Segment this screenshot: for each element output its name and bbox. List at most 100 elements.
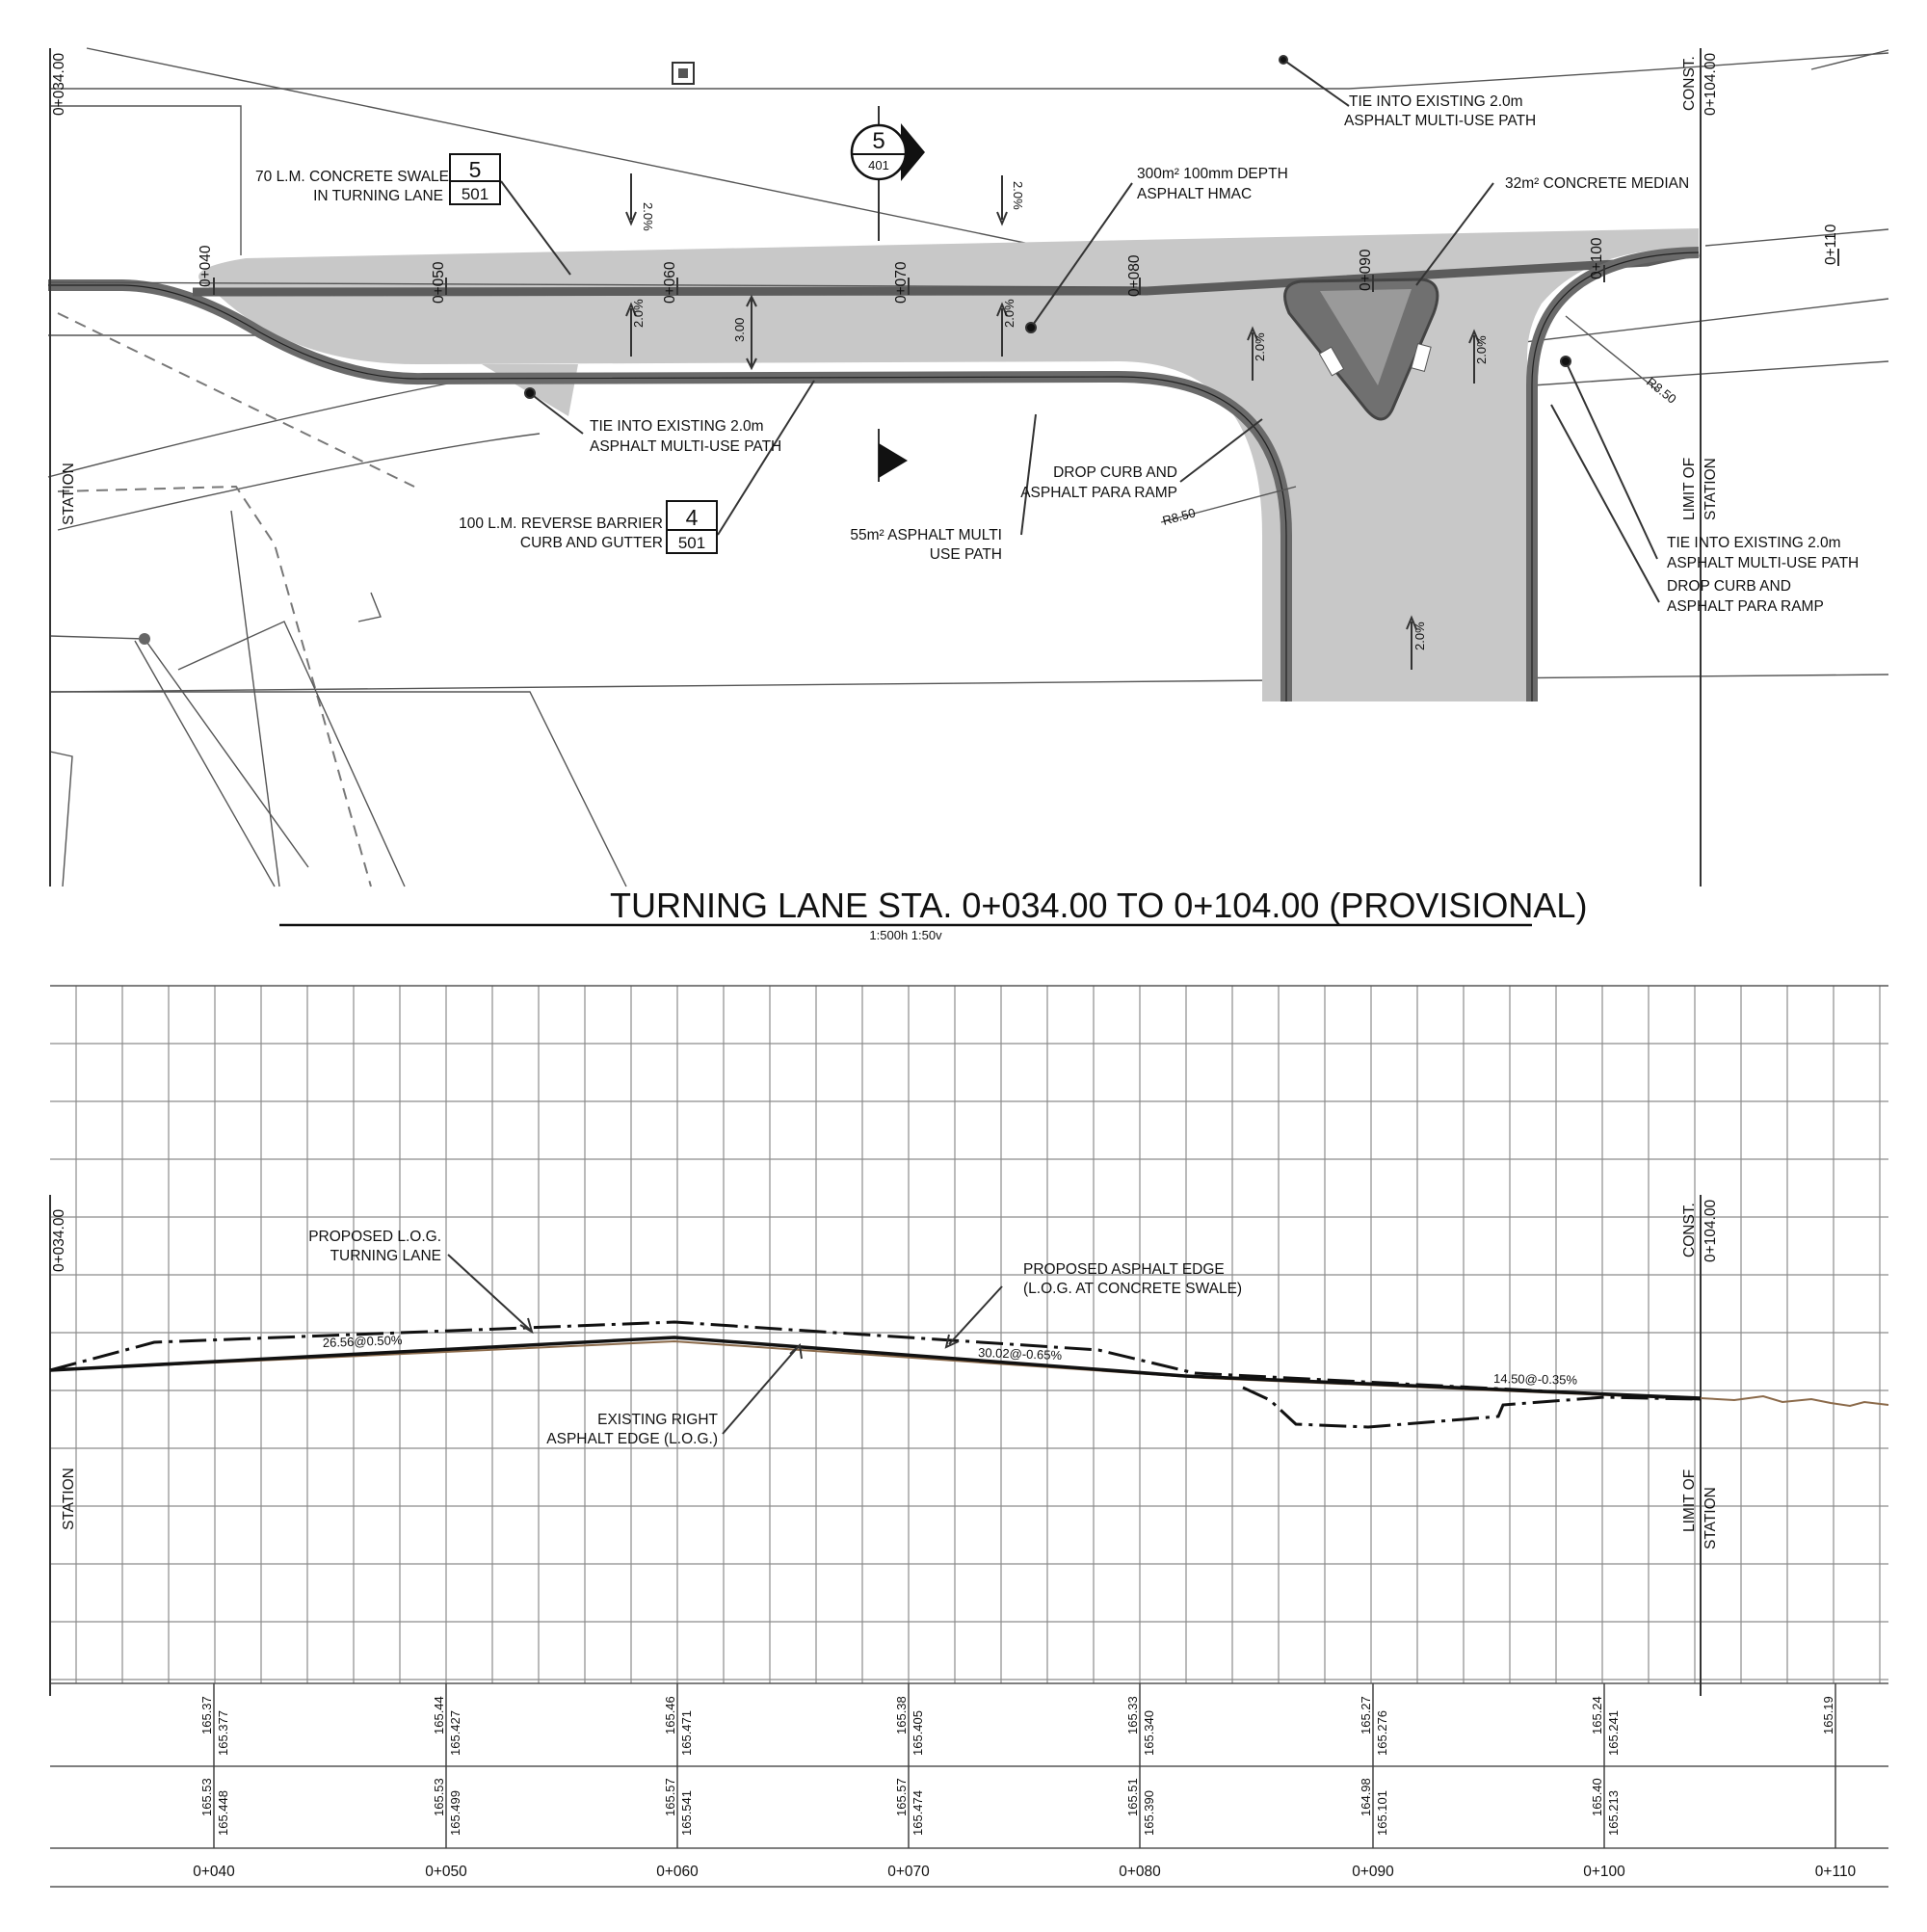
slope-label: 2.0%	[1011, 181, 1025, 210]
svg-text:55m² ASPHALT MULTI: 55m² ASPHALT MULTI	[850, 527, 1002, 543]
end-const-label: CONST.	[1681, 56, 1698, 111]
svg-text:DROP CURB AND: DROP CURB AND	[1053, 464, 1177, 481]
elev-existing-2: 165.51	[1125, 1778, 1140, 1816]
svg-text:ASPHALT MULTI-USE PATH: ASPHALT MULTI-USE PATH	[590, 438, 781, 455]
slope-label: 2.0%	[641, 202, 655, 231]
plan-stations: 0+040 0+050 0+060 0+070 0+080 0+090 0+10…	[198, 224, 1839, 304]
callout-tie-mid: TIE INTO EXISTING 2.0m ASPHALT MULTI-USE…	[590, 418, 781, 455]
elev-proposed: 165.241	[1606, 1710, 1621, 1756]
plan-station-label: 0+070	[893, 261, 910, 304]
svg-text:TIE INTO EXISTING 2.0m: TIE INTO EXISTING 2.0m	[590, 418, 764, 435]
elev-proposed-2: 165.101	[1375, 1790, 1389, 1836]
svg-text:PROPOSED ASPHALT EDGE: PROPOSED ASPHALT EDGE	[1023, 1261, 1225, 1278]
elev-existing: 165.37	[199, 1696, 214, 1734]
leader-lines	[500, 55, 1660, 603]
svg-text:32m² CONCRETE MEDIAN: 32m² CONCRETE MEDIAN	[1505, 175, 1689, 192]
proposed-log-line	[49, 1320, 1702, 1401]
profile-end-station: 0+104.00	[1703, 1200, 1719, 1262]
radius-right: R8.50	[1644, 375, 1679, 407]
elev-existing-2: 165.40	[1590, 1778, 1604, 1816]
section-marker: 5 401	[850, 106, 925, 482]
grade-label: 14.50@-0.35%	[1493, 1371, 1578, 1388]
svg-text:ASPHALT MULTI-USE PATH: ASPHALT MULTI-USE PATH	[1344, 113, 1536, 129]
profile-label-log: PROPOSED L.O.G. TURNING LANE	[308, 1229, 441, 1264]
station-label: 0+060	[656, 1864, 699, 1880]
svg-text:4: 4	[686, 505, 699, 530]
slope-label: 2.0%	[1412, 622, 1427, 650]
profile-start-station: 0+034.00	[51, 1209, 67, 1272]
elev-existing: 165.38	[894, 1696, 909, 1734]
slope-label: 2.0%	[1002, 299, 1016, 328]
elev-proposed-2: 165.213	[1606, 1790, 1621, 1836]
svg-text:USE PATH: USE PATH	[930, 546, 1002, 563]
elev-proposed-2: 165.474	[911, 1790, 925, 1836]
profile-label-existing: EXISTING RIGHT ASPHALT EDGE (L.O.G.)	[546, 1412, 718, 1447]
profile-limit-of: LIMIT OF	[1681, 1469, 1698, 1532]
svg-text:IN TURNING LANE: IN TURNING LANE	[313, 188, 443, 204]
station-label: 0+100	[1583, 1864, 1625, 1880]
svg-text:(L.O.G. AT CONCRETE SWALE): (L.O.G. AT CONCRETE SWALE)	[1023, 1281, 1242, 1297]
elev-existing: 165.24	[1590, 1696, 1604, 1734]
existing-ground-line	[1700, 1394, 1889, 1408]
ramp-hatch-right	[1411, 343, 1432, 372]
profile-grid	[50, 986, 1888, 1683]
elev-proposed-2: 165.390	[1142, 1790, 1156, 1836]
svg-text:100 L.M. REVERSE BARRIER: 100 L.M. REVERSE BARRIER	[459, 516, 663, 532]
catch-basin-icon	[672, 62, 695, 85]
callout-mup: 55m² ASPHALT MULTI USE PATH	[850, 527, 1002, 563]
svg-text:ASPHALT PARA RAMP: ASPHALT PARA RAMP	[1667, 598, 1824, 615]
elev-proposed: 165.471	[679, 1710, 694, 1756]
slope-label: 2.0%	[1253, 332, 1267, 361]
svg-text:TIE INTO EXISTING 2.0m: TIE INTO EXISTING 2.0m	[1667, 535, 1841, 551]
elev-existing: 165.19	[1821, 1696, 1835, 1734]
drawing-title: TURNING LANE STA. 0+034.00 TO 0+104.00 (…	[610, 886, 1587, 925]
svg-text:CURB AND GUTTER: CURB AND GUTTER	[520, 535, 663, 551]
svg-text:ASPHALT EDGE (L.O.G.): ASPHALT EDGE (L.O.G.)	[546, 1431, 718, 1447]
elev-proposed: 165.405	[911, 1710, 925, 1756]
section-sheet: 401	[868, 158, 889, 172]
callout-drop-left: DROP CURB AND ASPHALT PARA RAMP	[1020, 464, 1177, 501]
elev-existing-2: 165.53	[432, 1778, 446, 1816]
elev-proposed: 165.276	[1375, 1710, 1389, 1756]
callout-tie-right: TIE INTO EXISTING 2.0m ASPHALT MULTI-USE…	[1667, 535, 1859, 571]
start-station-word: STATION	[61, 463, 77, 525]
station-label: 0+040	[193, 1864, 235, 1880]
station-label: 0+050	[425, 1864, 467, 1880]
callout-hmac: 300m² 100mm DEPTH ASPHALT HMAC	[1137, 166, 1288, 202]
dimension-width: 3.00	[732, 318, 747, 342]
plan-station-label: 0+060	[662, 261, 678, 304]
grade-label: 26.56@0.50%	[323, 1333, 404, 1350]
svg-text:5: 5	[469, 157, 482, 182]
svg-text:DROP CURB AND: DROP CURB AND	[1667, 578, 1791, 595]
plan-view: 0+040 0+050 0+060 0+070 0+080 0+090 0+10…	[47, 47, 1889, 887]
plan-station-label: 0+110	[1823, 224, 1839, 265]
drawing-scale: 1:500h 1:50v	[869, 928, 942, 942]
profile-start-word: STATION	[61, 1468, 77, 1530]
svg-text:501: 501	[678, 534, 705, 552]
svg-text:PROPOSED L.O.G.: PROPOSED L.O.G.	[308, 1229, 441, 1245]
elev-proposed: 165.427	[448, 1710, 462, 1756]
svg-text:EXISTING RIGHT: EXISTING RIGHT	[597, 1412, 718, 1428]
svg-text:TIE INTO EXISTING 2.0m: TIE INTO EXISTING 2.0m	[1349, 93, 1523, 110]
callout-swale: 70 L.M. CONCRETE SWALE IN TURNING LANE 5…	[255, 153, 501, 205]
svg-text:300m² 100mm DEPTH: 300m² 100mm DEPTH	[1137, 166, 1288, 182]
callout-tie-top: TIE INTO EXISTING 2.0m ASPHALT MULTI-USE…	[1344, 93, 1536, 129]
svg-text:ASPHALT HMAC: ASPHALT HMAC	[1137, 186, 1252, 202]
profile-limit-station: STATION	[1703, 1487, 1719, 1549]
elev-existing-2: 165.57	[663, 1778, 677, 1816]
slope-arrows: 2.0% 2.0% 2.0% 2.0% 2.0% 2.0% 2.0%	[625, 173, 1489, 670]
plan-station-label: 0+080	[1126, 254, 1143, 297]
plan-station-label: 0+090	[1358, 249, 1374, 291]
drawing-title-block: TURNING LANE STA. 0+034.00 TO 0+104.00 (…	[279, 886, 1587, 942]
svg-text:TURNING LANE: TURNING LANE	[330, 1248, 441, 1264]
elev-proposed: 165.340	[1142, 1710, 1156, 1756]
station-label: 0+080	[1119, 1864, 1161, 1880]
elev-proposed-2: 165.499	[448, 1790, 462, 1836]
start-station-label: 0+034.00	[51, 53, 67, 116]
elev-existing: 165.27	[1359, 1696, 1373, 1734]
end-station-label: 0+104.00	[1703, 53, 1719, 116]
elev-existing: 165.46	[663, 1696, 677, 1734]
callout-drop-right: DROP CURB AND ASPHALT PARA RAMP	[1667, 578, 1824, 615]
